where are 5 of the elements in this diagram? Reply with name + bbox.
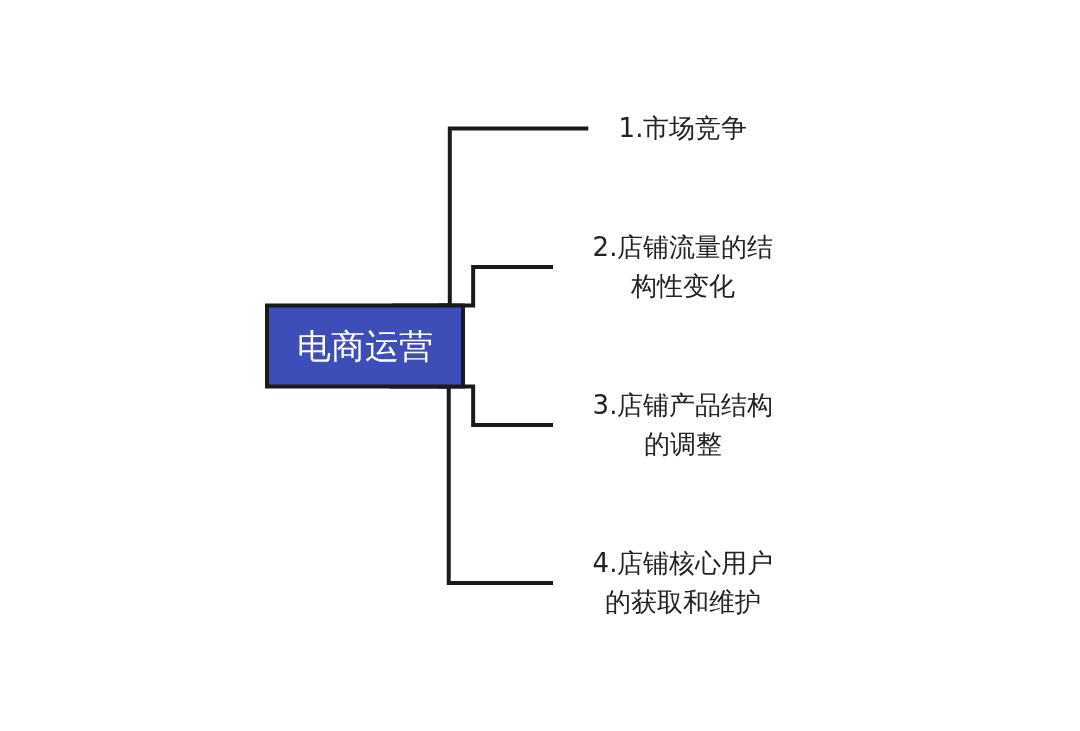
node-box: 电商运营: [265, 303, 465, 389]
node-text: 4.店铺核心用户的获取和维护: [592, 548, 774, 617]
node-text: 1.市场竞争: [618, 113, 748, 143]
node-text: 2.店铺流量的结构性变化: [592, 232, 774, 301]
node-text: 3.店铺产品结构的调整: [592, 390, 774, 459]
